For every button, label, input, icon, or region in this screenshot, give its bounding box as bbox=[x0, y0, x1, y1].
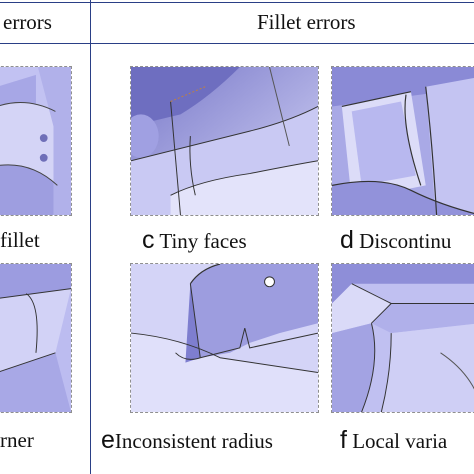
header-bottom-rule bbox=[0, 43, 474, 44]
panel-discontinuity bbox=[331, 66, 474, 216]
table-top-rule bbox=[0, 2, 474, 3]
corner-model-image bbox=[0, 264, 71, 412]
caption-e: eInconsistent radius bbox=[101, 426, 273, 454]
panel-tiny-faces bbox=[130, 66, 319, 216]
tiny-faces-model-image bbox=[131, 67, 318, 215]
caption-text: Inconsistent radius bbox=[114, 429, 273, 453]
caption-corner: rner bbox=[0, 428, 34, 452]
caption-letter: d bbox=[340, 226, 354, 254]
caption-text: Local varia bbox=[346, 429, 448, 453]
column-header-left: errors bbox=[3, 10, 52, 34]
caption-text: Discontinu bbox=[353, 229, 452, 253]
local-variation-model-image bbox=[332, 264, 474, 412]
column-header-fillet-errors: Fillet errors bbox=[257, 10, 356, 34]
caption-fillet: fillet bbox=[0, 228, 40, 252]
panel-fillet-partial bbox=[0, 66, 72, 216]
caption-c: c Tiny faces bbox=[142, 226, 247, 254]
caption-letter: f bbox=[340, 426, 347, 454]
caption-letter: e bbox=[101, 426, 115, 454]
caption-d: d Discontinu bbox=[340, 226, 452, 254]
fillet-model-image bbox=[0, 67, 71, 215]
caption-text: fillet bbox=[0, 228, 40, 252]
panel-inconsistent-radius bbox=[130, 263, 319, 413]
caption-text: Tiny faces bbox=[154, 229, 247, 253]
inconsistent-radius-model-image bbox=[131, 264, 318, 412]
panel-corner-partial bbox=[0, 263, 72, 413]
column-divider bbox=[90, 0, 91, 474]
caption-text: rner bbox=[0, 428, 34, 452]
caption-letter: c bbox=[142, 226, 155, 254]
panel-local-variation bbox=[331, 263, 474, 413]
caption-f: f Local varia bbox=[340, 426, 448, 454]
discontinuity-model-image bbox=[332, 67, 474, 215]
